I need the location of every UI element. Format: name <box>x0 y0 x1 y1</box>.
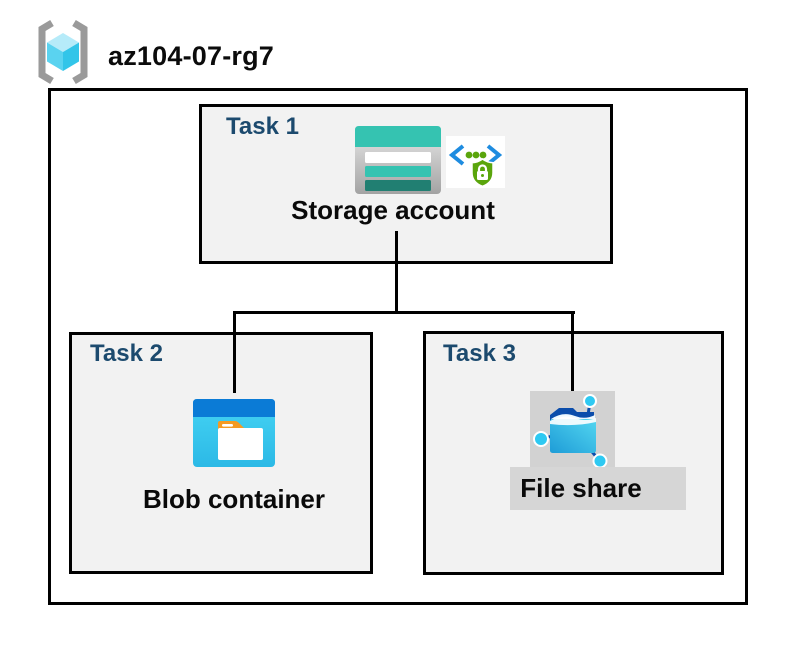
task1-heading: Task 1 <box>226 113 299 140</box>
resource-group-icon <box>38 19 88 85</box>
connector-to-fileshare <box>571 311 574 391</box>
storage-account-label: Storage account <box>291 195 495 225</box>
resource-group-header <box>33 19 93 85</box>
file-share-icon-background <box>530 391 615 469</box>
secure-endpoint-icon <box>446 136 505 188</box>
blob-container-label: Blob container <box>142 484 325 514</box>
task3-heading: Task 3 <box>443 340 516 367</box>
connector-storage-stem <box>395 231 398 313</box>
connector-horizontal <box>233 311 575 314</box>
connector-to-blob <box>233 311 236 393</box>
blob-container-icon <box>193 399 275 467</box>
file-share-label-background: File share <box>510 467 686 510</box>
resource-group-name: az104-07-rg7 <box>108 41 274 71</box>
task1-box: Task 1 Storage account <box>199 104 613 264</box>
storage-account-icon <box>355 126 441 194</box>
file-share-icon <box>533 394 608 469</box>
task3-box: Task 3 File share <box>423 331 724 575</box>
file-share-label: File share <box>520 473 642 503</box>
task2-box: Task 2 Blob container <box>69 332 373 574</box>
task2-heading: Task 2 <box>90 340 163 367</box>
